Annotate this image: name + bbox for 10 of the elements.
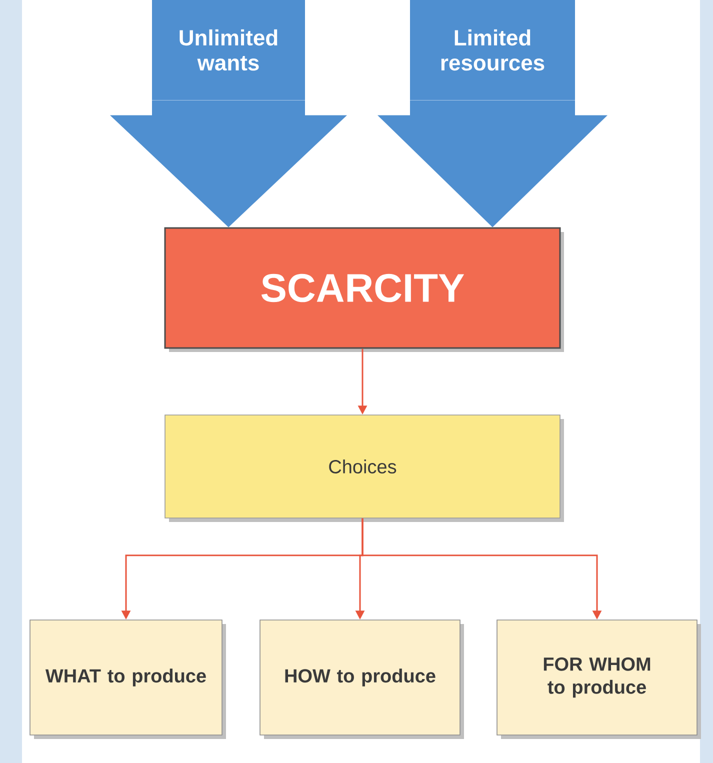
scarcity-box: SCARCITY [164, 227, 564, 352]
arrow-shaft: Limited resources [410, 0, 575, 100]
choices-box: Choices [164, 414, 564, 522]
node-label: Limited resources [441, 29, 544, 71]
block-arrow [110, 100, 347, 228]
outcome-box: FOR WHOM to produce [496, 620, 701, 739]
outcome-box: WHAT to produce [30, 620, 226, 739]
node-label: Unlimited wants [180, 29, 278, 71]
outcome-box: HOW to produce [260, 620, 464, 739]
block-arrow [378, 100, 608, 228]
